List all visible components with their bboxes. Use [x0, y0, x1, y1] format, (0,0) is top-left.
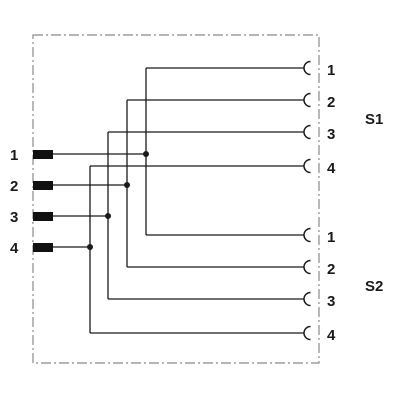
input-pin-label: 1	[10, 147, 18, 164]
group-name-s2: S2	[365, 278, 383, 295]
input-plug	[33, 212, 53, 221]
junction-dot	[124, 182, 130, 188]
socket-contact-icon	[303, 227, 311, 243]
socket-contact-icon	[303, 124, 311, 140]
input-plug	[33, 150, 53, 159]
s1-pin-label: 2	[327, 94, 335, 111]
wires	[53, 67, 304, 334]
group-name-s1: S1	[365, 111, 383, 128]
s2-pin-label: 3	[327, 293, 335, 310]
junction-dot	[105, 213, 111, 219]
socket-contact-icon	[303, 60, 311, 76]
junction-dot	[143, 151, 149, 157]
input-plug	[33, 181, 53, 190]
socket-contact-icon	[303, 325, 311, 341]
socket-contact-icon	[303, 259, 311, 275]
input-pin-label: 2	[10, 178, 18, 195]
housing-outline	[32, 34, 320, 364]
s1-pin-label: 1	[327, 62, 335, 79]
s2-pin-label: 2	[327, 261, 335, 278]
socket-contact-icon	[303, 92, 311, 108]
output-sockets	[303, 60, 311, 341]
s1-pin-label: 4	[327, 160, 336, 177]
socket-contact-icon	[303, 158, 311, 174]
input-connectors	[33, 150, 53, 252]
s2-pin-label: 1	[327, 229, 335, 246]
input-plug	[33, 243, 53, 252]
s2-pin-label: 4	[327, 327, 336, 344]
input-pin-label: 3	[10, 209, 18, 226]
input-pin-label: 4	[10, 240, 19, 257]
junction-dots	[87, 151, 149, 250]
s1-pin-label: 3	[327, 126, 335, 143]
socket-contact-icon	[303, 291, 311, 307]
junction-dot	[87, 244, 93, 250]
